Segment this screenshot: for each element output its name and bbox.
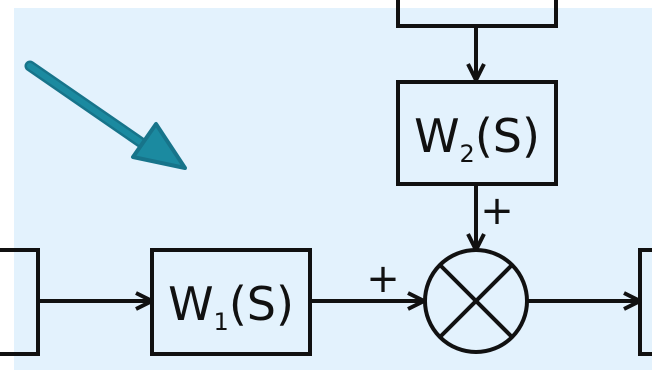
svg-text:W1(S): W1(S) [168, 277, 294, 336]
block-w1-subscript: 1 [214, 308, 229, 336]
junction-left-sign: + [366, 256, 400, 302]
block-w2-tail: (S) [475, 109, 540, 163]
pointer-arrow-icon [24, 60, 187, 170]
block-w1-main: W [168, 277, 213, 331]
block-w2-main: W [414, 109, 459, 163]
block-w2: W2(S) [396, 80, 558, 186]
junction-top-sign: + [480, 188, 514, 234]
svg-text:W2(S): W2(S) [414, 109, 540, 168]
summing-junction [423, 248, 529, 354]
block-w1: W1(S) [150, 248, 312, 356]
upstream-block-top [396, 0, 558, 28]
block-w2-subscript: 2 [460, 140, 475, 168]
upstream-block-left [0, 248, 40, 356]
block-w1-tail: (S) [229, 277, 294, 331]
diagram-background [14, 8, 652, 370]
downstream-block-right [638, 248, 652, 356]
